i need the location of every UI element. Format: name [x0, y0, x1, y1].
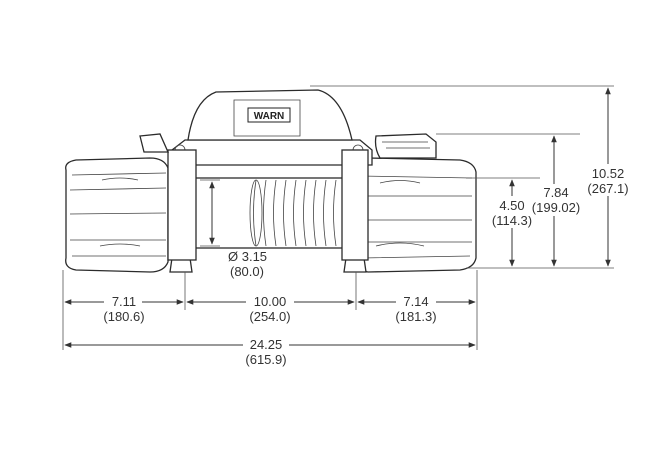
overall-height-mm: (267.1) [587, 181, 628, 196]
control-height-mm: (199.02) [532, 200, 580, 215]
left-drum-end-mm: (180.6) [103, 309, 144, 324]
mount-height-mm: (114.3) [492, 213, 532, 228]
mount-height-inch: 4.50 [499, 198, 524, 213]
extension-lines [62, 85, 614, 350]
left-drum-end-inch: 7.11 [112, 294, 136, 309]
rope-coils [249, 179, 337, 247]
control-height-inch: 7.84 [543, 185, 568, 200]
winch-logo: WARN [254, 111, 285, 122]
drum-length-mm: (254.0) [249, 309, 290, 324]
drum-diameter-mm: (80.0) [230, 264, 264, 279]
dimension-labels: 7.11 (180.6) 10.00 (254.0) 7.14 (181.3) … [103, 164, 634, 367]
overall-length-mm: (615.9) [245, 352, 286, 367]
right-drum-end-mm: (181.3) [395, 309, 436, 324]
right-drum-end-inch: 7.14 [403, 294, 428, 309]
overall-length-inch: 24.25 [250, 337, 283, 352]
drum-diameter-inch: Ø 3.15 [228, 249, 267, 264]
drum-length-inch: 10.00 [254, 294, 287, 309]
overall-height-inch: 10.52 [592, 166, 625, 181]
winch-outline: WARN [65, 89, 477, 273]
